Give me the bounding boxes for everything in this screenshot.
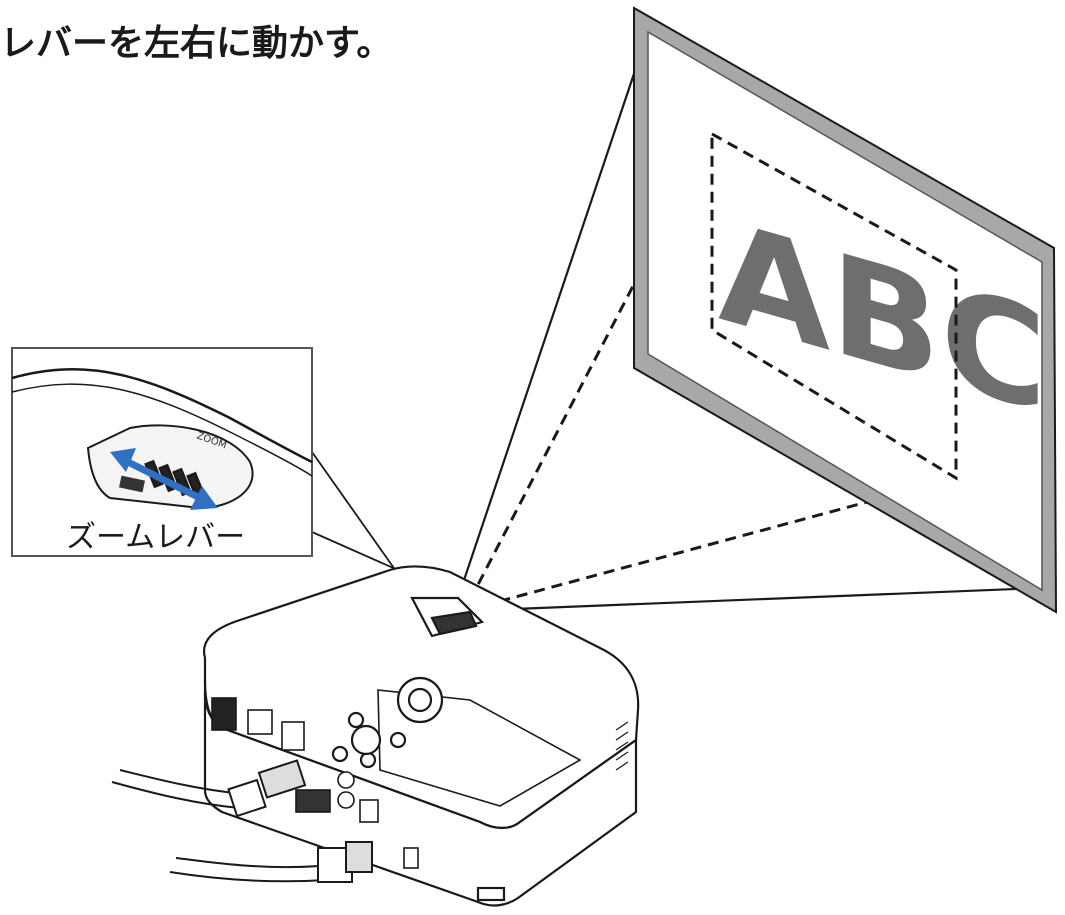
projector [202,565,640,907]
instruction-caption: レバーを左右に動かす。 [0,23,393,64]
zoom-frame [710,131,958,481]
projection-beam-outer [456,31,1041,612]
plug-icon [227,759,373,883]
zoom-lever-inset: ZOOM [11,347,313,557]
zoom-lever-label: ズームレバー [66,520,246,555]
projection-screen: ABC [633,6,1058,614]
double-arrow-icon [110,448,218,510]
